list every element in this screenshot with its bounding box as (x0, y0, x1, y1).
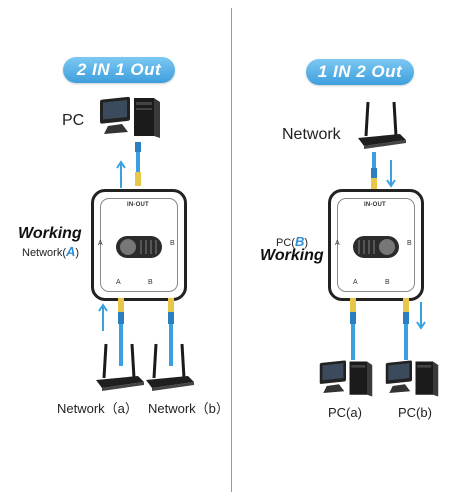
cable-pc-b (403, 298, 409, 360)
port-a-label: A (116, 279, 121, 286)
active-network-label: Network(A) (22, 244, 80, 259)
cable-pc (135, 142, 141, 186)
pc-a-label: PC(a) (328, 405, 362, 420)
panel-1in2out: 1 IN 2 Out Network IN-OUT A B A B PC(B) … (232, 0, 458, 500)
side-a-label: A (335, 240, 340, 247)
pc-icon (385, 360, 439, 397)
pc-icon (319, 360, 373, 397)
port-a-label: A (353, 279, 358, 286)
working-label: Working (260, 247, 324, 264)
kvm-switch-box: IN-OUT A B A B (328, 189, 424, 301)
kvm-switch-box: IN-OUT A B A B (91, 189, 187, 301)
port-b-label: B (148, 279, 153, 286)
cable-network-a (118, 298, 124, 366)
arrow-down-icon (416, 302, 426, 330)
divider (231, 8, 232, 492)
arrow-up-icon (116, 160, 126, 188)
cable-pc-a (350, 298, 356, 360)
cable-network (371, 152, 377, 190)
panel-2in1out: 2 IN 1 Out PC IN-OUT A B A B Working Net… (0, 0, 229, 500)
active-pc-label: PC(B) (276, 234, 309, 249)
pc-icon (100, 96, 160, 138)
selector-switch[interactable] (353, 236, 399, 258)
port-label: IN-OUT (127, 202, 149, 208)
arrow-up-icon (98, 303, 108, 331)
network-a-label: Network（a） (57, 401, 138, 416)
router-icon (146, 343, 194, 391)
arrow-down-icon (386, 160, 396, 188)
mode-title-2in1out: 2 IN 1 Out (63, 57, 175, 83)
network-label: Network (282, 126, 341, 143)
pc-label: PC (62, 112, 85, 129)
cable-network-b (168, 298, 174, 366)
port-b-label: B (385, 279, 390, 286)
side-b-label: B (407, 240, 412, 247)
selector-switch[interactable] (116, 236, 162, 258)
port-label: IN-OUT (364, 202, 386, 208)
mode-title-1in2out: 1 IN 2 Out (306, 59, 414, 85)
router-icon (358, 101, 406, 149)
network-b-label: Network（b） (148, 401, 229, 416)
side-b-label: B (170, 240, 175, 247)
side-a-label: A (98, 240, 103, 247)
router-icon (96, 343, 144, 391)
pc-b-label: PC(b) (398, 405, 432, 420)
working-label: Working (18, 225, 82, 242)
